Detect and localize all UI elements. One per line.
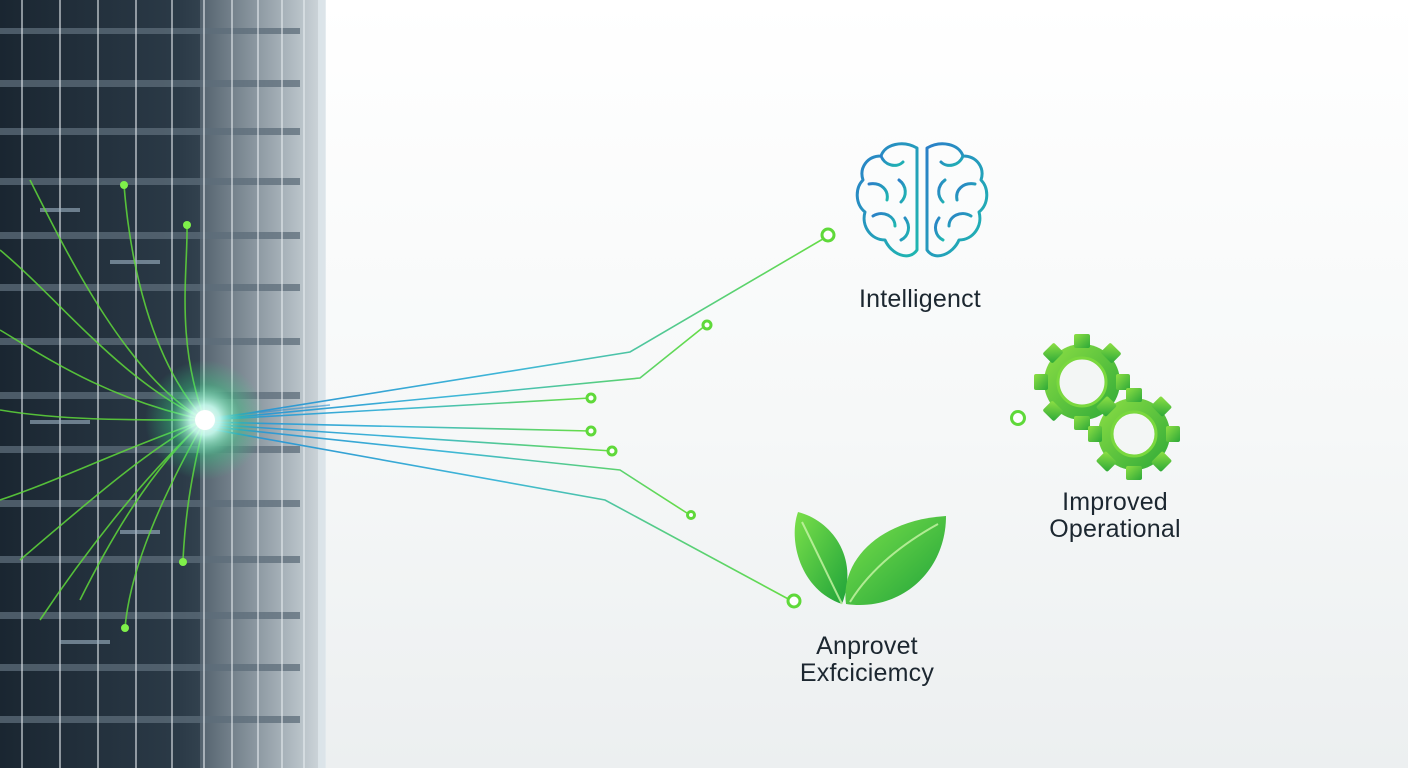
- efficiency-line-1: Anprovet: [816, 632, 918, 660]
- light-core: [195, 410, 215, 430]
- operational-label: Improved Operational: [1010, 489, 1220, 543]
- efficiency-label: Anprovet Exfciciemcy: [762, 633, 972, 687]
- building-fiber-nodes: [120, 181, 191, 632]
- operational-line-2: Operational: [1049, 515, 1181, 543]
- beam-end-nodes: [585, 227, 1026, 609]
- operational-line-1: Improved: [1062, 488, 1168, 516]
- leaf-icon: [794, 512, 946, 606]
- data-beams: [204, 235, 1016, 602]
- building-floors: [0, 28, 300, 723]
- brain-icon: [855, 142, 989, 258]
- intelligence-label: Intelligenct: [820, 286, 1020, 313]
- intelligence-text: Intelligenct: [859, 285, 981, 313]
- efficiency-line-2: Exfciciemcy: [799, 659, 935, 687]
- gears-icon: [1034, 334, 1180, 480]
